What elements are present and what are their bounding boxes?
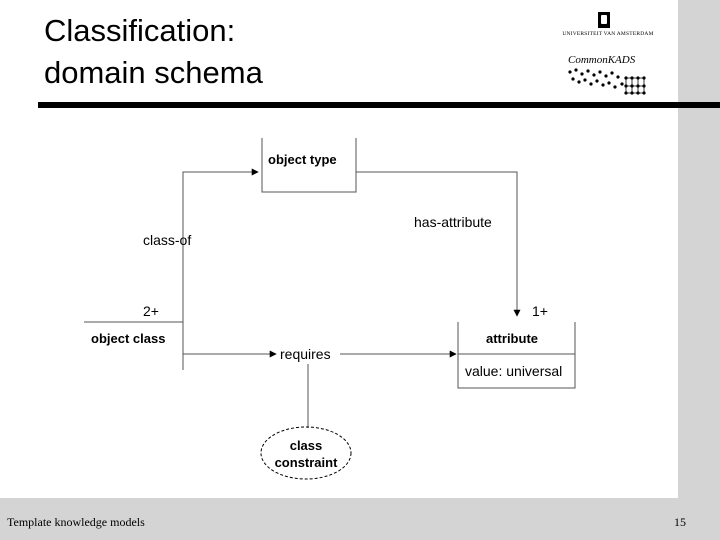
footer-text: Template knowledge models	[7, 515, 145, 529]
slide-title: Classification: domain schema	[44, 10, 263, 94]
object-class-box	[84, 321, 184, 370]
object-type-box	[261, 138, 357, 193]
class-constraint-line-1: class	[290, 438, 323, 453]
commonkads-logo: CommonKADS	[566, 54, 648, 96]
page-number: 15	[674, 515, 686, 529]
class-constraint-ellipse	[260, 426, 352, 480]
attribute-label: attribute	[486, 331, 538, 346]
class-constraint-rule-type: class constraint	[260, 426, 352, 480]
attribute-cardinality: 1+	[532, 303, 548, 319]
requires-label: requires	[280, 346, 331, 362]
object-class-cardinality: 2+	[143, 303, 159, 319]
university-name: UNIVERSITEIT VAN AMSTERDAM	[562, 31, 654, 37]
university-logo: UNIVERSITEIT VAN AMSTERDAM	[562, 12, 654, 42]
commonkads-wordmark: CommonKADS	[568, 54, 636, 66]
object-type-concept: object type	[261, 138, 357, 193]
class-of-line	[182, 168, 259, 322]
title-rule	[38, 102, 720, 108]
title-line-1: Classification:	[44, 13, 236, 48]
object-class-label: object class	[91, 331, 165, 346]
attribute-concept: attribute value: universal	[457, 322, 576, 389]
class-constraint-line-2: constraint	[275, 455, 339, 470]
has-attribute-label: has-attribute	[414, 214, 492, 230]
title-line-2: domain schema	[44, 55, 263, 90]
university-crest-icon	[598, 12, 610, 28]
bottom-band	[0, 498, 720, 540]
object-type-label: object type	[268, 152, 337, 167]
commonkads-dots-icon	[568, 68, 646, 95]
has-attribute-line	[356, 171, 521, 317]
attribute-value-label: value: universal	[465, 363, 562, 379]
class-of-label: class-of	[143, 232, 191, 248]
object-class-concept: object class	[84, 321, 184, 370]
attribute-box	[457, 322, 576, 389]
right-band	[678, 0, 720, 540]
